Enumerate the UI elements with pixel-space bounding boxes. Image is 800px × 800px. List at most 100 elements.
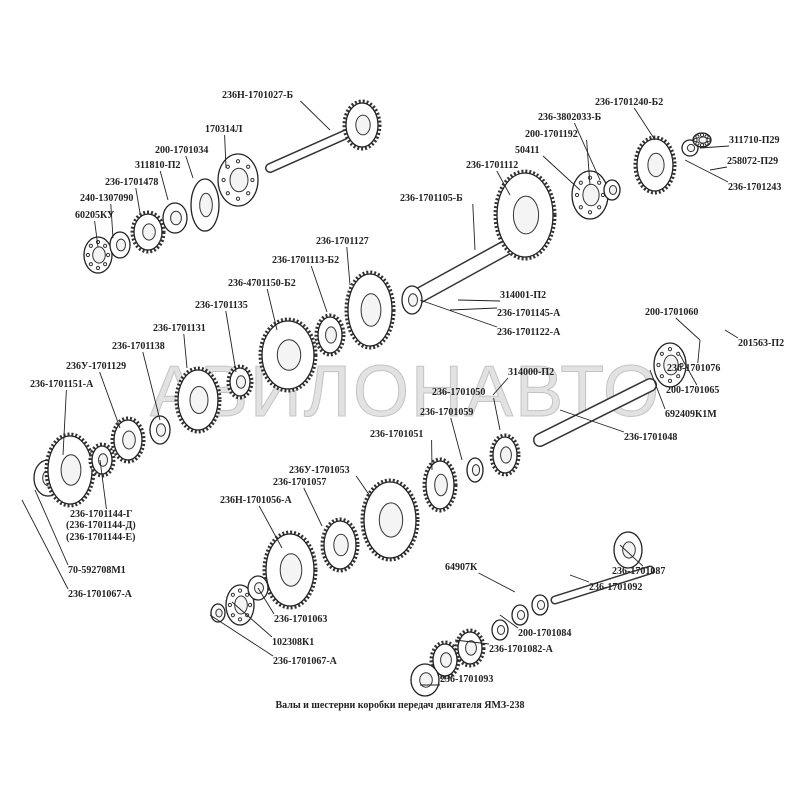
lock-plate-1701093-bore	[419, 672, 433, 688]
bearing-692409k1m-ball	[656, 362, 661, 368]
part-label: 50411	[515, 145, 540, 156]
leader-line	[633, 107, 656, 141]
leader-line	[303, 487, 323, 527]
bearing-692409k1m-ball	[667, 347, 673, 352]
ring-1701084-bore	[516, 610, 526, 620]
part-label: 236-1701051	[370, 429, 424, 440]
bearing-102308k1-ball	[247, 602, 253, 608]
reverse-gear-bore	[440, 652, 452, 668]
leader-line	[619, 544, 644, 567]
part-label: 236-1701067-А	[68, 589, 132, 600]
bush-1701059-bore	[471, 464, 481, 476]
bearing-50411-ball	[578, 180, 583, 185]
leader-line	[559, 409, 625, 433]
gear-1701053-bore	[378, 502, 404, 538]
leader-line	[185, 155, 194, 179]
bearing-170314l-ball	[221, 177, 226, 183]
leader-line	[266, 288, 278, 331]
lock-plate-1701087-bore	[622, 541, 636, 559]
part-label: 236-1701063	[274, 614, 328, 625]
part-label: 236-1701113-Б2	[272, 255, 340, 266]
bearing-60205ku-ball	[95, 265, 101, 271]
leader-line	[183, 333, 188, 369]
leader-line	[346, 246, 351, 286]
gear-1701127-bore	[360, 293, 382, 327]
bearing-692409k1m-ball	[676, 374, 681, 379]
part-label: 692409К1М	[665, 409, 717, 420]
bearing-50411-ball	[578, 205, 583, 210]
ring-1701063-bore	[254, 582, 264, 594]
bearing-692409k1m-ball	[659, 374, 664, 379]
bearing-692409k1m-ball	[659, 351, 664, 356]
reverse-shaft-body	[552, 567, 653, 603]
bearing-60205ku-ball	[105, 252, 111, 258]
part-label: 311710-П29	[729, 135, 780, 146]
leader-line	[450, 417, 463, 461]
diagram-caption: Валы и шестерни коробки передач двигател…	[275, 700, 525, 711]
part-label: 236-1701057	[273, 477, 327, 488]
bearing-170314l-ball	[246, 164, 251, 169]
part-label: 314000-П2	[508, 367, 555, 378]
lock-washer-bore	[170, 210, 182, 226]
input-shaft-gear-bore	[355, 114, 371, 136]
leader-line	[449, 307, 498, 311]
part-label: 236У-1701053	[289, 465, 350, 476]
bearing-64907k-2-bore	[536, 600, 546, 610]
synchronizer-bore	[60, 454, 82, 486]
bearing-60205ku-ball	[88, 262, 93, 267]
part-label: 60205КУ	[75, 210, 115, 221]
part-label: 170314Л	[205, 124, 243, 135]
part-label: 236-1701151-А	[30, 379, 94, 390]
part-label: 200-1701034	[155, 145, 209, 156]
bearing-60205ku-ball	[103, 243, 108, 248]
part-label: 70-592708М1	[68, 565, 126, 576]
bearing-102308k1-ball	[237, 588, 243, 593]
leader-line	[419, 299, 498, 328]
bearing-102308k1-ball	[227, 602, 233, 608]
bearing-60205ku-bore	[92, 246, 106, 264]
part-label: 64907К	[445, 562, 478, 573]
leader-line	[355, 475, 371, 497]
part-label: 200-1701084	[518, 628, 572, 639]
ring-3802033-bore	[608, 185, 618, 195]
bearing-64907k-bore	[496, 625, 506, 635]
hub-bore	[98, 453, 108, 467]
leader-line	[99, 459, 107, 510]
gear-1701135-bore	[236, 375, 246, 389]
gear-1701057-bore	[333, 533, 349, 557]
leader-line	[34, 489, 69, 566]
bearing-692409k1m-bore	[663, 354, 679, 376]
leader-line	[99, 371, 121, 429]
nut-311710-ball	[699, 142, 705, 148]
leader-line	[586, 139, 591, 186]
leader-line	[258, 505, 283, 549]
bearing-50411-ball	[587, 210, 593, 215]
clutch-1701150-bore	[276, 339, 302, 371]
leader-line	[135, 187, 141, 214]
part-label: 200-1701192	[525, 129, 578, 140]
part-label: 240-1307090	[80, 193, 134, 204]
nut-311710-ball	[699, 132, 705, 138]
bearing-102308k1-ball	[230, 592, 235, 597]
part-label: 236-1701122-А	[497, 327, 561, 338]
bearing-170314l-ball	[235, 196, 241, 201]
leader-line	[224, 134, 227, 169]
leader-line	[454, 639, 490, 645]
part-label: 258072-П29	[727, 156, 779, 167]
part-label: 236-1701087	[612, 566, 666, 577]
leader-line	[457, 299, 501, 302]
bearing-102308k1-ball	[230, 613, 235, 618]
part-label: 200-1701065	[666, 385, 720, 396]
nut-311710-ball	[704, 141, 709, 146]
bush-bore	[156, 423, 166, 437]
part-label: 236-1701138	[112, 341, 165, 352]
part-label: 236-1701135	[195, 300, 248, 311]
gear-1701051-bore	[434, 473, 448, 497]
bearing-60205ku-ball	[85, 252, 91, 258]
gear-1701113-bore	[325, 326, 337, 344]
bearing-692409k1m-ball	[676, 351, 681, 356]
part-label: 236-1701144-Г	[70, 509, 133, 520]
part-label: 200-1701060	[645, 307, 699, 318]
part-label: 201563-П2	[738, 338, 785, 349]
leader-line	[542, 155, 581, 191]
